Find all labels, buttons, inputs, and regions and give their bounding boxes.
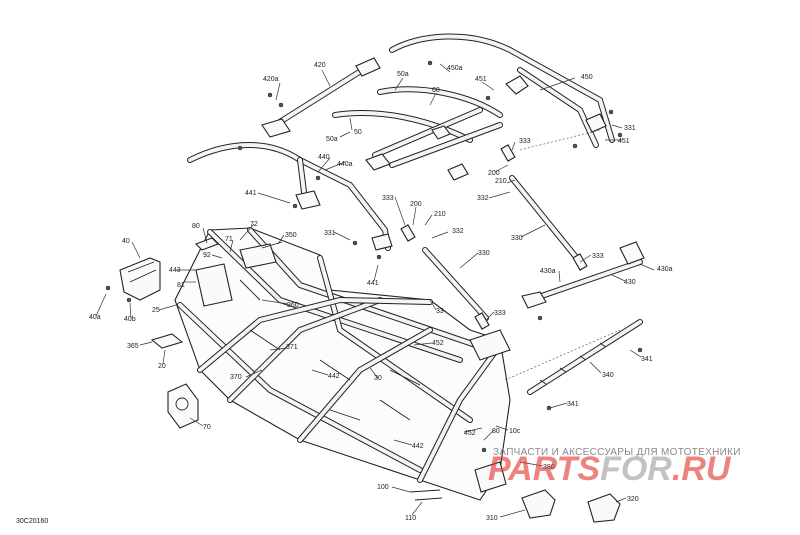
part-430-rear-bar <box>521 241 645 309</box>
callout-40: 40 <box>122 238 130 245</box>
part-100-bolts <box>409 489 443 501</box>
part-320-bracket <box>587 493 621 523</box>
callout-370: 370 <box>230 374 242 381</box>
callout-60: 60 <box>432 87 440 94</box>
callout-320: 320 <box>627 496 639 503</box>
callout-341-low: 341 <box>567 401 579 408</box>
part-330-diagonal-brace-upper <box>509 175 583 265</box>
callout-333-low: 333 <box>494 310 506 317</box>
part-330-diagonal-brace-mid <box>422 247 489 321</box>
callout-451-top: 451 <box>475 76 487 83</box>
callout-380: 380 <box>543 464 555 471</box>
callout-451-right: 451 <box>618 138 630 145</box>
fastener-nuts <box>105 60 643 453</box>
callout-100: 100 <box>377 484 389 491</box>
callout-340: 340 <box>602 372 614 379</box>
part-20-plate <box>150 333 184 349</box>
callout-371: 371 <box>286 344 298 351</box>
callout-333-top: 333 <box>519 138 531 145</box>
part-420-upper-bar <box>261 57 381 138</box>
callout-430a-left: 430a <box>540 268 556 275</box>
callout-341-right: 341 <box>641 356 653 363</box>
part-80-bracket <box>195 237 219 251</box>
callout-450: 450 <box>581 74 593 81</box>
callout-210-right: 210 <box>495 178 507 185</box>
callout-365: 365 <box>127 343 139 350</box>
callout-50a-mid: 50a <box>326 136 338 143</box>
watermark-logo-parts: PARTS <box>488 450 600 488</box>
callout-30: 30 <box>374 375 382 382</box>
callout-450a: 450a <box>447 65 463 72</box>
callout-442-mid: 442 <box>328 373 340 380</box>
callout-50a-top: 50a <box>397 71 409 78</box>
part-60-cross-bars <box>332 86 503 181</box>
watermark-logo-ru: .RU <box>672 450 732 488</box>
watermark: ЗАПЧАСТИ И АКСЕССУАРЫ ДЛЯ МОТОТЕХНИКИ PA… <box>488 447 741 488</box>
callout-10c: 10c <box>509 428 521 435</box>
callout-210-mid: 210 <box>434 211 446 218</box>
callout-350: 350 <box>285 232 297 239</box>
callout-420: 420 <box>314 62 326 69</box>
part-340-rear-shaft <box>527 319 643 395</box>
callout-443: 443 <box>169 267 181 274</box>
callout-452-top: 452 <box>432 340 444 347</box>
callout-330-right: 330 <box>511 235 523 242</box>
callout-441-left: 441 <box>245 190 257 197</box>
watermark-logo: PARTSFOR.RU <box>488 450 732 488</box>
callout-331-mid: 331 <box>324 230 336 237</box>
callout-333-mid: 333 <box>382 195 394 202</box>
callout-20: 20 <box>158 363 166 370</box>
callout-430a-right: 430a <box>657 266 673 273</box>
callout-440a: 440a <box>337 161 353 168</box>
part-310-bracket <box>521 489 556 519</box>
callout-80: 80 <box>192 223 200 230</box>
part-440-front-roof-bar <box>187 142 393 251</box>
callout-70: 70 <box>203 424 211 431</box>
callout-81: 81 <box>177 282 185 289</box>
callout-25: 25 <box>152 307 160 314</box>
callout-92: 92 <box>203 252 211 259</box>
callout-442-low: 442 <box>412 443 424 450</box>
callout-200-mid: 200 <box>410 201 422 208</box>
callout-40a: 40a <box>89 314 101 321</box>
leader-lines <box>95 63 655 518</box>
callout-331-right: 331 <box>624 125 636 132</box>
callout-33: 33 <box>436 308 444 315</box>
callout-50: 50 <box>354 129 362 136</box>
watermark-tagline: ЗАПЧАСТИ И АКСЕССУАРЫ ДЛЯ МОТОТЕХНИКИ <box>493 447 741 458</box>
callout-71: 71 <box>225 236 233 243</box>
callout-110: 110 <box>405 515 416 522</box>
callout-441-mid: 441 <box>367 280 379 287</box>
callout-80-low: 80 <box>492 428 500 435</box>
callout-40b: 40b <box>124 316 136 323</box>
part-450-rear-roof-bar <box>389 33 615 148</box>
callout-labels: 420a 420 50a 450a 450 451 60 331 451 50 … <box>89 62 673 522</box>
callout-200-right: 200 <box>488 170 500 177</box>
document-code: 30C20160 <box>16 518 49 525</box>
part-40-bracket <box>119 257 161 301</box>
callout-330-mid: 330 <box>478 250 490 257</box>
callout-310: 310 <box>486 515 498 522</box>
callout-332-mid: 332 <box>452 228 464 235</box>
callout-430: 430 <box>624 279 636 286</box>
callout-332-right: 332 <box>477 195 489 202</box>
callout-360: 360 <box>287 302 299 309</box>
part-70-mount <box>167 383 199 429</box>
callout-452-low: 452 <box>464 430 476 437</box>
callout-440: 440 <box>318 154 330 161</box>
callout-420a: 420a <box>263 76 279 83</box>
watermark-logo-for: FOR <box>600 450 672 488</box>
callout-333-right2: 333 <box>592 253 604 260</box>
callout-72: 72 <box>250 221 258 228</box>
part-10-main-frame <box>174 227 511 501</box>
